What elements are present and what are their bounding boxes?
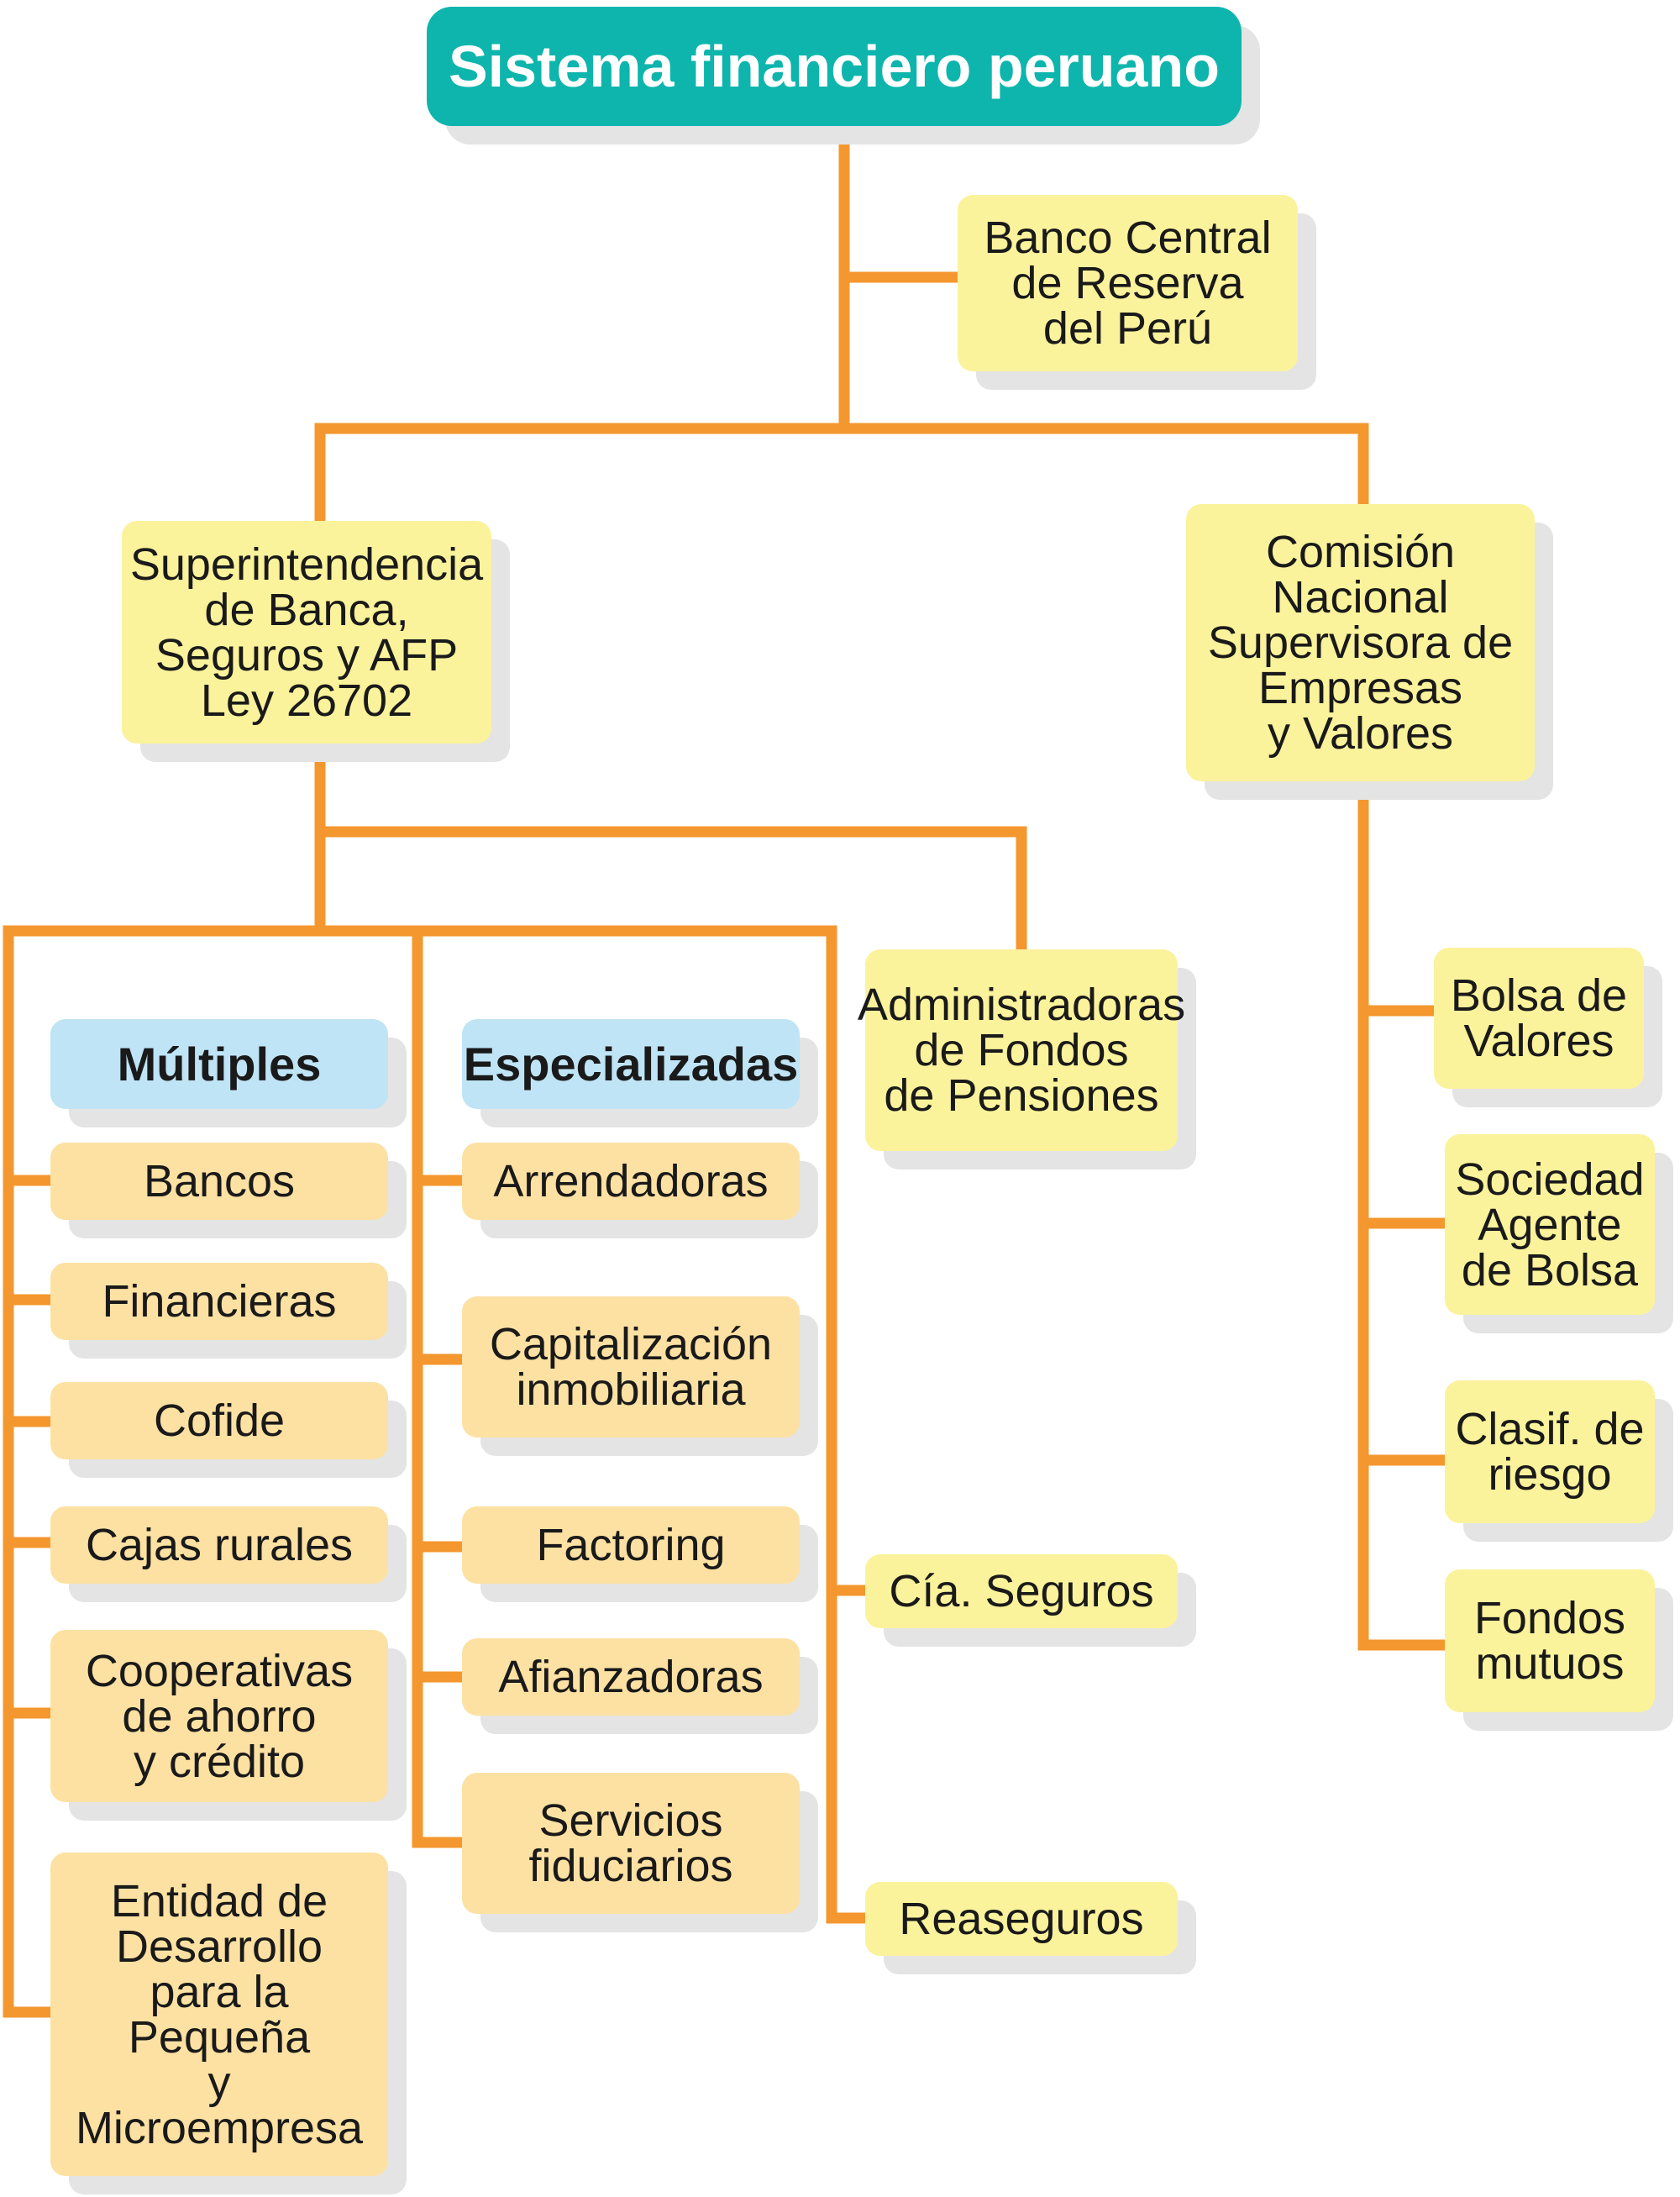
valores-item-bolsa: Bolsa de Valores — [1434, 948, 1644, 1089]
multiples-item-cajas-rurales: Cajas rurales — [50, 1506, 388, 1584]
especializadas-item-capitalizacion: Capitalización inmobiliaria — [462, 1296, 800, 1438]
multiples-header: Múltiples — [50, 1019, 388, 1109]
valores-item-clasif-riesgo: Clasif. de riesgo — [1445, 1380, 1655, 1523]
afp-box: Administradoras de Fondos de Pensiones — [858, 949, 1185, 1151]
multiples-item-cooperativas: Cooperativas de ahorro y crédito — [50, 1630, 388, 1802]
especializadas-item-arrendadoras: Arrendadoras — [462, 1143, 800, 1220]
especializadas-item-factoring: Factoring — [462, 1506, 800, 1584]
multiples-item-cofide: Cofide — [50, 1382, 388, 1459]
multiples-item-bancos: Bancos — [50, 1143, 388, 1220]
bcrp-box: Banco Central de Reserva del Perú — [958, 195, 1298, 371]
multiples-item-financieras: Financieras — [50, 1263, 388, 1340]
seguros-item-cia-seguros: Cía. Seguros — [865, 1554, 1178, 1628]
especializadas-item-fiduciarios: Servicios fiduciarios — [462, 1773, 800, 1914]
multiples-item-edpyme: Entidad de Desarrollo para la Pequeña y … — [50, 1853, 388, 2176]
especializadas-header: Especializadas — [462, 1019, 800, 1109]
diagram-title: Sistema financiero peruano — [427, 7, 1242, 126]
conasev-box: Comisión Nacional Supervisora de Empresa… — [1186, 504, 1535, 781]
especializadas-item-afianzadoras: Afianzadoras — [462, 1638, 800, 1716]
sbs-box: Superintendencia de Banca, Seguros y AFP… — [122, 521, 491, 744]
valores-item-fondos-mutuos: Fondos mutuos — [1445, 1569, 1655, 1712]
valores-item-sab: Sociedad Agente de Bolsa — [1445, 1134, 1655, 1315]
seguros-item-reaseguros: Reaseguros — [865, 1882, 1178, 1956]
